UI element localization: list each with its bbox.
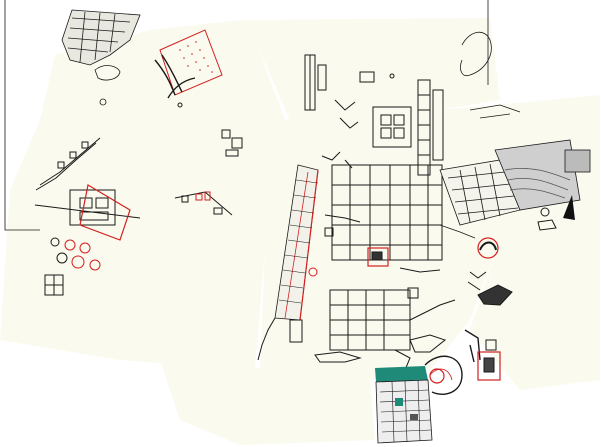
red-grid-dots — [179, 41, 213, 73]
red-ring-structure — [477, 237, 499, 259]
paper-sheet-top — [150, 18, 500, 120]
diagonal-block-red-edge — [299, 169, 319, 321]
north-arrow-icon — [563, 195, 575, 220]
road-node — [177, 102, 183, 108]
diagonal-street-tail — [257, 317, 276, 361]
dense-block-outline — [61, 9, 141, 66]
left-fort-plan — [34, 184, 141, 296]
left-border-line — [4, 0, 40, 231]
curved-road — [154, 54, 196, 99]
top-center-structures — [304, 54, 444, 176]
center-left-structures — [174, 129, 243, 216]
dense-block-blob — [94, 65, 121, 81]
eastern-street-grid — [439, 159, 521, 239]
square-courtyard — [372, 106, 412, 148]
right-red-block — [477, 351, 501, 381]
semicircle-theatre — [424, 355, 463, 395]
teal-header-band — [375, 366, 428, 382]
dense-block-dot — [99, 98, 107, 106]
lower-street-grid — [289, 287, 456, 371]
paper-sheets — [0, 18, 600, 445]
paper-sheet-left — [0, 30, 285, 370]
central-red-square — [367, 247, 389, 267]
dense-block-hatching — [67, 11, 131, 63]
bottom-city-inset — [375, 355, 463, 444]
diagonal-street-1 — [39, 137, 101, 186]
fort-body — [69, 189, 116, 226]
coastline-curve — [460, 31, 492, 77]
paper-sheet-bottom — [160, 360, 375, 445]
central-street-grid — [324, 164, 443, 273]
sheet-border-lines — [4, 0, 492, 231]
left-diagonal-streets — [35, 137, 101, 191]
right-harbour-complex — [469, 104, 591, 231]
mid-right-structures — [464, 237, 513, 381]
red-grid-block-top — [154, 29, 223, 108]
diagonal-street-2 — [35, 142, 97, 191]
red-grid-block-outline — [159, 29, 223, 96]
top-left-dense-block — [61, 9, 141, 106]
fort-red-outline — [79, 184, 131, 241]
